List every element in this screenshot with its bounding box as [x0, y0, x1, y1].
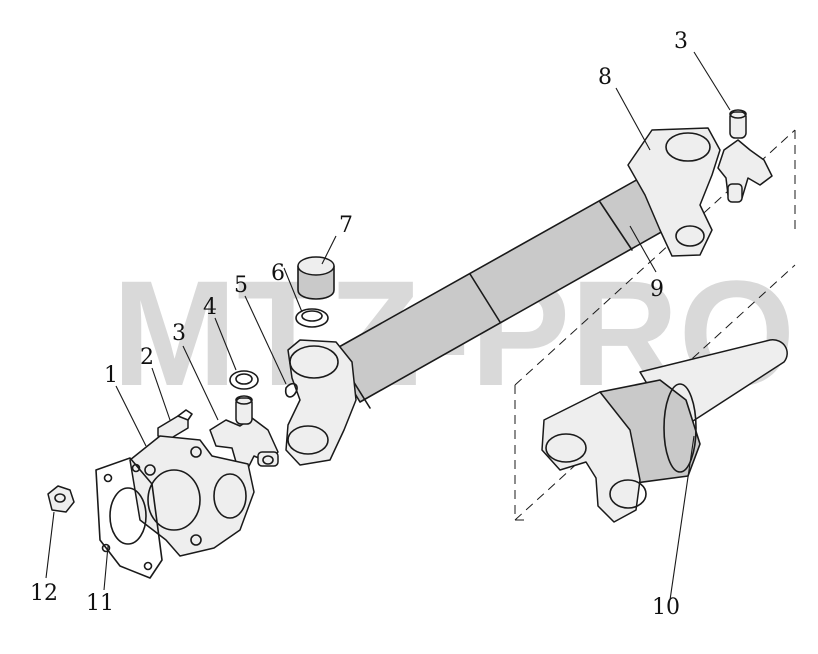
callout-2: 2: [140, 345, 154, 370]
cross-spider-left: [209, 395, 279, 469]
bearing-cup-part-7: [297, 256, 335, 300]
callout-7: 7: [339, 213, 353, 238]
leader-lines: [45, 51, 731, 601]
yoke-right: [627, 127, 721, 257]
nut-part-12: [47, 485, 75, 513]
callout-4: 4: [203, 295, 217, 320]
callout-10: 10: [652, 595, 680, 620]
callout-3-right: 3: [674, 29, 688, 54]
callout-12: 12: [30, 581, 58, 606]
slip-shaft-part-10: [541, 339, 788, 523]
callout-11: 11: [86, 591, 114, 616]
lock-ring-part-5: [284, 382, 298, 398]
gasket-part-11: [95, 457, 163, 579]
cross-spider-right: [717, 109, 773, 203]
yoke-left: [285, 339, 357, 466]
callout-1: 1: [104, 363, 118, 388]
flange-yoke-part-1: [129, 435, 255, 557]
callout-5: 5: [234, 273, 248, 298]
callout-9: 9: [650, 277, 664, 302]
bolt-part-2: [157, 409, 193, 441]
callout-3-left: 3: [172, 321, 186, 346]
seal-ring-part-4: [229, 370, 259, 390]
ring-part-6: [295, 308, 329, 328]
callout-6: 6: [271, 261, 285, 286]
callout-8: 8: [598, 65, 612, 90]
